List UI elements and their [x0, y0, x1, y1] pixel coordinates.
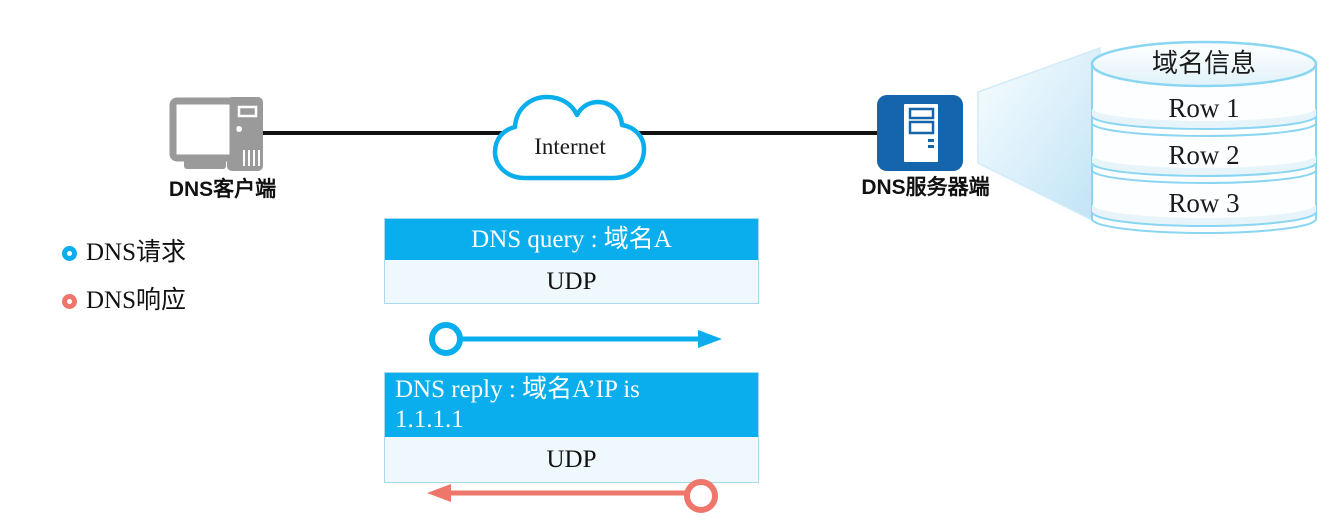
database-row: Row 3	[1168, 188, 1240, 218]
database-title: 域名信息	[1151, 48, 1256, 78]
server-icon	[877, 95, 963, 171]
packet-reply-protocol: UDP	[385, 437, 758, 482]
database-row: Row 1	[1168, 93, 1240, 123]
client-label: DNS客户端	[168, 178, 277, 201]
legend-response-label: DNS响应	[86, 287, 187, 314]
response-ring-icon	[62, 293, 77, 309]
database-row: Row 2	[1168, 140, 1240, 170]
packet-dns-query: DNS query : 域名A UDP	[384, 218, 759, 304]
internet-label: Internet	[534, 134, 606, 159]
cloud-icon	[492, 94, 647, 181]
desktop-computer-icon	[169, 97, 263, 171]
server-label: DNS服务器端	[861, 176, 990, 199]
legend-request-label: DNS请求	[86, 239, 187, 266]
request-ring-icon	[62, 245, 77, 261]
packet-reply-header: DNS reply : 域名A’IP is 1.1.1.1	[385, 373, 758, 437]
packet-query-header: DNS query : 域名A	[385, 219, 758, 260]
packet-dns-reply: DNS reply : 域名A’IP is 1.1.1.1 UDP	[384, 372, 759, 483]
database-cylinder-icon	[1090, 40, 1318, 234]
legend-item-dns-response: DNS响应	[62, 288, 186, 314]
legend-item-dns-request: DNS请求	[62, 240, 186, 266]
packet-query-protocol: UDP	[385, 260, 758, 303]
